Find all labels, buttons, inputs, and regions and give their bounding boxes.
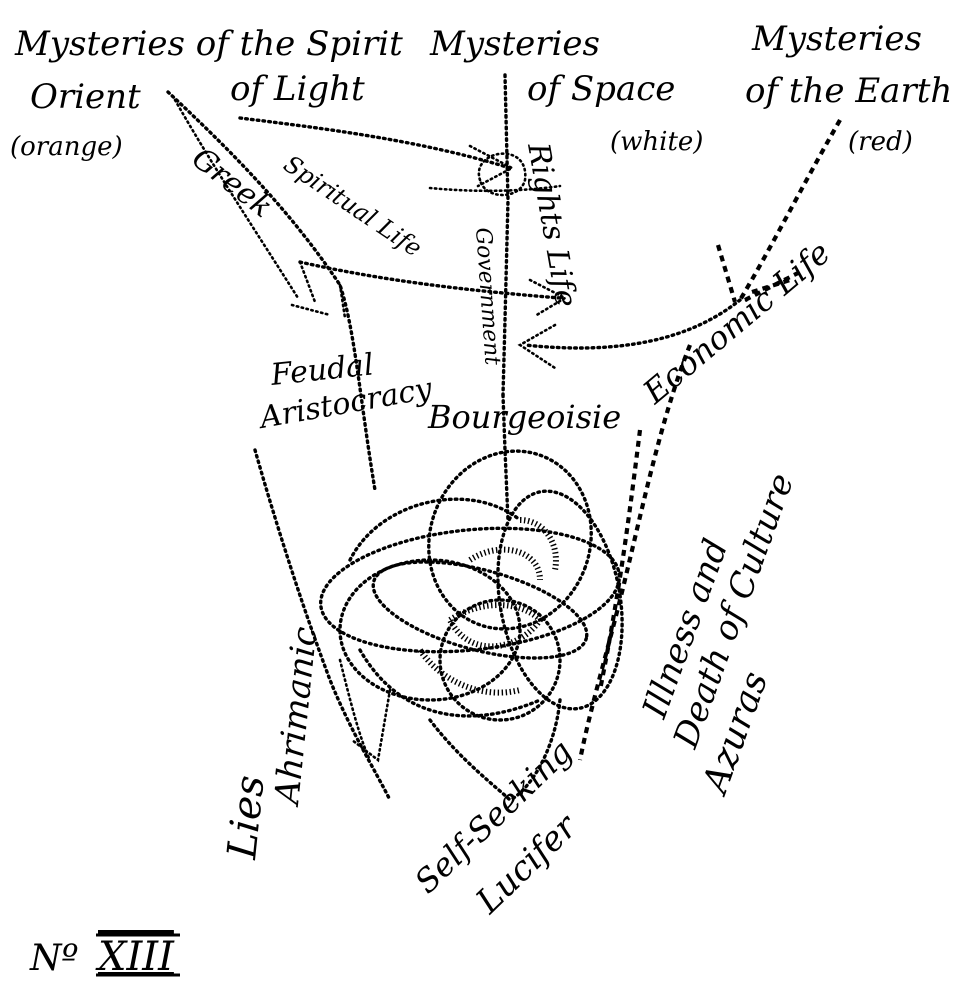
label-government: Government (470, 227, 505, 366)
label-orange: (orange) (10, 132, 123, 162)
feudal-arrow (292, 262, 345, 318)
label-of-the-earth: of the Earth (745, 71, 952, 111)
label-orient: Orient (30, 77, 141, 117)
label-white: (white) (610, 127, 703, 157)
label-earth-title: Mysteries (751, 19, 922, 59)
label-red: (red) (848, 127, 913, 157)
label-bourgeoisie: Bourgeoisie (427, 398, 621, 436)
plate-number: XIII (95, 934, 175, 980)
right-descending-branch (600, 430, 640, 690)
label-spiritual-life: Spiritual Life (279, 150, 427, 263)
label-of-light: of Light (230, 69, 365, 109)
label-spirit-title: Mysteries of the Spirit (14, 24, 403, 64)
label-ahrimanic: Ahrimanic (267, 625, 326, 809)
light-to-rights-stream (240, 118, 510, 168)
label-lies: Lies (219, 773, 274, 862)
spiritual-life-stream (300, 262, 560, 298)
label-economic-life: Economic Life (635, 233, 837, 411)
label-rights-life: Rights Life (520, 139, 583, 310)
label-space-title: Mysteries (429, 24, 600, 64)
plate-prefix: Nº (29, 938, 79, 979)
ahrimanic-arrow (340, 660, 390, 760)
label-of-space: of Space (527, 69, 675, 109)
